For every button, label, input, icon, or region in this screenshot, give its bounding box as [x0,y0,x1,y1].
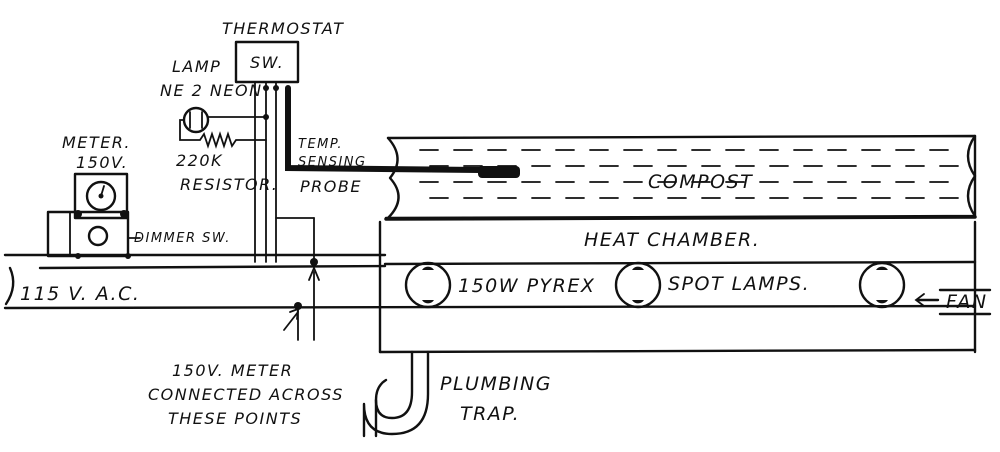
fan-label: FAN [946,291,988,313]
plumbing-trap [362,350,430,438]
thermostat-terminal [273,85,279,91]
thermostat-terminal [263,85,269,91]
heat-chamber-label: HEAT CHAMBER. [584,229,760,251]
meter-note-line2: CONNECTED ACROSS [148,385,344,404]
spot-lamps-label-part1: 150W PYREX [458,275,595,297]
meter-label: METER. [62,133,131,152]
dimmer-switch [46,210,141,259]
dimmer-switch-label: DIMMER SW. [134,231,231,246]
lamp-type-label: NE 2 NEON [160,81,263,100]
plumbing-trap-label-line1: PLUMBING [440,373,552,395]
meter-connection-points [275,217,320,341]
thermostat [234,40,300,263]
probe-label-line1: TEMP. [298,137,343,152]
labels: THERMOSTAT SW. LAMP NE 2 NEON 220K RESIS… [20,19,988,428]
spot-lamp [404,261,452,309]
spot-lamp [614,261,662,309]
spot-lamps-label-part2: SPOT LAMPS. [668,273,810,295]
power-lines [3,253,977,310]
spot-lamp [858,261,906,309]
connection-dot [310,258,318,266]
probe-label-line3: PROBE [300,177,362,196]
fan [914,288,992,316]
compost-bin [384,134,977,221]
neon-lamp-assembly [179,106,269,149]
meter-note-line3: THESE POINTS [168,409,302,428]
compost-label: COMPOST [648,171,753,193]
probe-label-line2: SENSING [298,155,367,170]
switch-label: SW. [250,53,284,72]
connection-dot [294,302,302,310]
resistor-value-label: 220K [176,151,223,170]
meter-note-line1: 150V. METER [172,361,293,380]
thermostat-label: THERMOSTAT [222,19,344,38]
power-supply-label: 115 V. A.C. [20,283,140,305]
resistor-label: RESISTOR. [180,175,278,194]
meter-voltage-label: 150V. [76,153,128,172]
temp-sensing-probe [285,85,520,178]
heat-chamber [378,220,977,354]
lamp-label: LAMP [172,57,221,76]
plumbing-trap-label-line2: TRAP. [460,403,520,425]
